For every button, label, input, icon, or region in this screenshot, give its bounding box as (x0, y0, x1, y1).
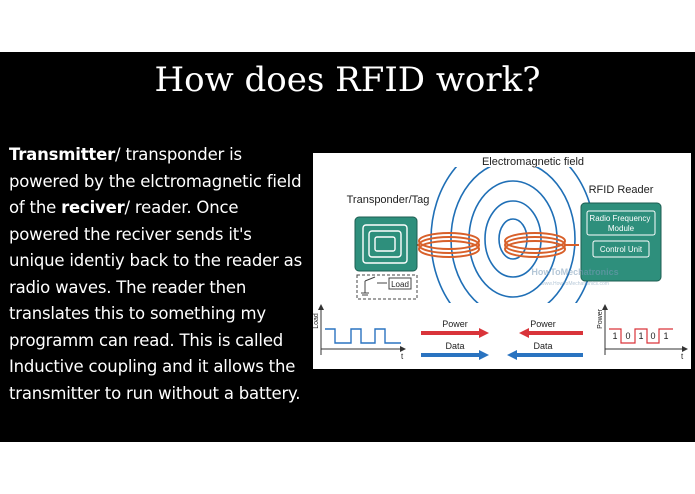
watermark-url: www.HowToMechatronics.com (541, 281, 609, 287)
power-arrow-left (519, 328, 583, 338)
slide-paragraph: Transmitter/ transponder is powered by t… (9, 142, 309, 407)
paragraph-part-1: / transponder is powered by the elctroma… (9, 145, 302, 217)
data-arrow-left (507, 350, 583, 360)
right-time-label: t (681, 352, 684, 361)
bit-4: 0 (650, 331, 655, 341)
data-left-label: Data (445, 341, 464, 351)
term-reciver: reciver (61, 198, 125, 217)
bit-2: 0 (625, 331, 630, 341)
load-label: Load (391, 280, 409, 289)
field-label: Electromagnetic field (482, 156, 584, 168)
power-left-label: Power (442, 319, 468, 329)
rf-module-line-1: Radio Frequency (589, 214, 650, 223)
bit-1: 1 (612, 331, 617, 341)
bit-3: 1 (638, 331, 643, 341)
rfid-diagram: Electromagnetic field Transponder/Tag (313, 153, 691, 369)
paragraph-part-2: / reader. Once powered the reciver sends… (9, 198, 302, 403)
power-arrow-right (421, 328, 489, 338)
left-time-label: t (401, 352, 404, 361)
power-right-label: Power (530, 319, 556, 329)
left-signal-plot: Load t (313, 304, 406, 361)
right-axis-label: Power (597, 308, 604, 329)
reader-label: RFID Reader (589, 184, 654, 196)
data-arrow-right (421, 350, 489, 360)
rf-module-line-2: Module (608, 224, 635, 233)
watermark: HowToMechatronics www.HowToMechatronics.… (531, 267, 618, 287)
data-right-label: Data (533, 341, 552, 351)
term-transmitter: Transmitter (9, 145, 116, 164)
reader-box: Radio Frequency Module Control Unit (580, 202, 662, 282)
left-axis-label: Load (313, 313, 320, 329)
load-circuit: Load (356, 274, 418, 300)
slide-title: How does RFID work? (154, 60, 541, 100)
power-data-arrows: Power Data Power Data (421, 319, 583, 360)
watermark-text: HowToMechatronics (531, 267, 618, 277)
tag-label: Transponder/Tag (347, 194, 430, 206)
control-unit-label: Control Unit (600, 245, 643, 254)
rf-module-label: Radio Frequency Module (589, 214, 652, 233)
right-signal-plot: Power 1 0 1 0 1 t (597, 304, 688, 361)
tag-chip (354, 216, 418, 272)
bit-5: 1 (663, 331, 668, 341)
slide: How does RFID work? Transmitter/ transpo… (0, 52, 695, 442)
